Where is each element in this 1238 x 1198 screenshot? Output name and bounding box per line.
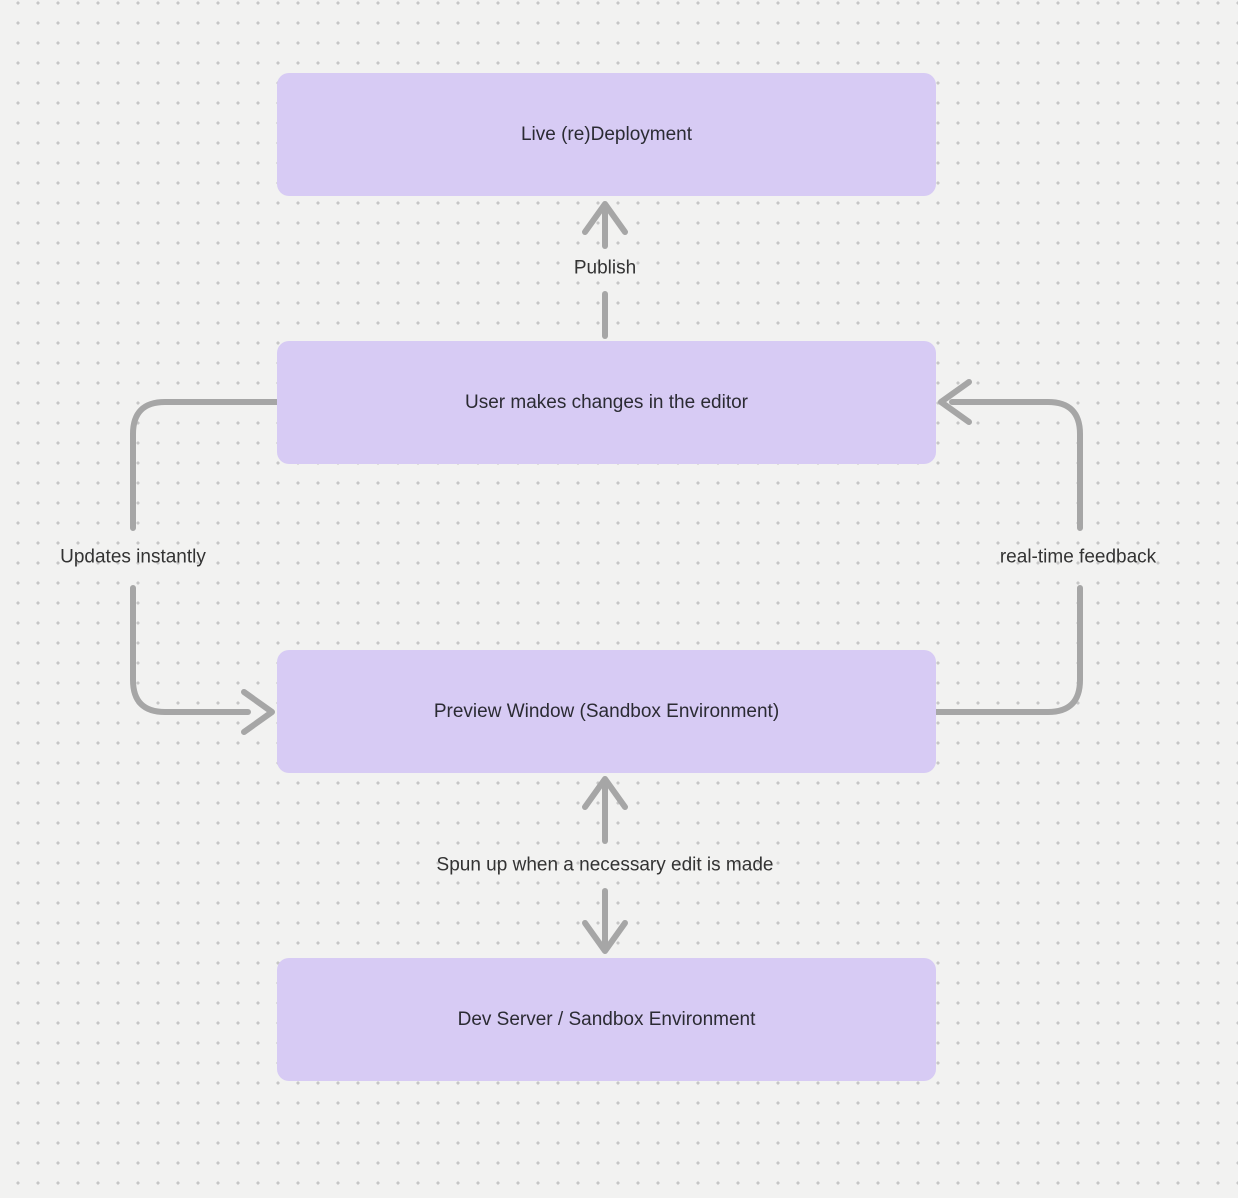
edge-label-updates-instantly: Updates instantly bbox=[60, 546, 206, 568]
updates-shaft-upper bbox=[130, 399, 280, 531]
edge-label-publish: Publish bbox=[573, 257, 637, 279]
edge-label-realtime-feedback: real-time feedback bbox=[999, 546, 1157, 568]
edge-label-spun-up: Spun up when a necessary edit is made bbox=[436, 854, 774, 876]
node-dev-server-label: Dev Server / Sandbox Environment bbox=[457, 1008, 756, 1030]
spin-up-arrow bbox=[582, 776, 628, 954]
feedback-shaft-lower bbox=[933, 585, 1083, 715]
node-dev-server[interactable]: Dev Server / Sandbox Environment bbox=[277, 958, 936, 1081]
publish-arrow bbox=[582, 201, 628, 339]
node-preview-window-label: Preview Window (Sandbox Environment) bbox=[433, 700, 780, 722]
publish-arrowhead-up bbox=[582, 201, 628, 235]
updates-instantly-arrow bbox=[130, 399, 280, 735]
spinup-arrowhead-up bbox=[582, 776, 628, 810]
node-preview-window[interactable]: Preview Window (Sandbox Environment) bbox=[277, 650, 936, 773]
feedback-shaft-upper bbox=[949, 399, 1083, 531]
node-live-redeployment[interactable]: Live (re)Deployment bbox=[277, 73, 936, 196]
node-user-editor[interactable]: User makes changes in the editor bbox=[277, 341, 936, 464]
node-live-redeployment-label: Live (re)Deployment bbox=[520, 123, 693, 145]
feedback-arrowhead-left bbox=[938, 379, 972, 425]
node-user-editor-label: User makes changes in the editor bbox=[464, 391, 749, 413]
spinup-arrowhead-down bbox=[582, 920, 628, 954]
updates-arrowhead-right bbox=[241, 689, 275, 735]
realtime-feedback-arrow bbox=[933, 379, 1083, 715]
updates-shaft-lower bbox=[130, 585, 251, 715]
